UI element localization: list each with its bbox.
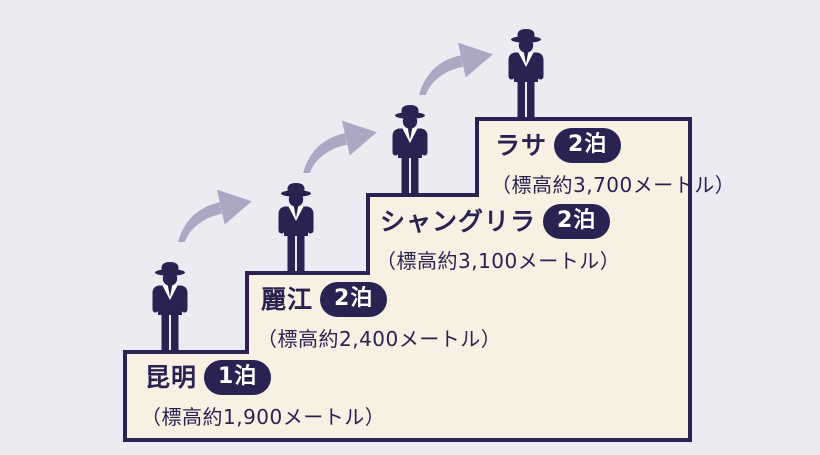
elevation-text: （標高約3,100メートル） [376, 249, 621, 273]
nights-badge: 2泊 [320, 282, 388, 317]
step-label-lhasa: ラサ 2泊 （標高約3,700メートル） [491, 128, 735, 198]
step-label-kunming: 昆明 1泊 （標高約1,900メートル） [141, 360, 385, 430]
curved-arrow-icon [176, 176, 254, 242]
city-name: 昆明 [145, 362, 198, 392]
city-name: 麗江 [261, 284, 314, 314]
city-row: 昆明 1泊 [145, 360, 385, 395]
elevation-text: （標高約2,400メートル） [257, 327, 502, 351]
person-icon [274, 180, 318, 274]
person-icon [388, 102, 432, 196]
curved-arrow-icon [417, 29, 495, 95]
city-row: シャングリラ 2泊 [380, 204, 620, 239]
city-row: ラサ 2泊 [495, 128, 735, 163]
person-icon [504, 26, 548, 120]
city-row: 麗江 2泊 [261, 282, 501, 317]
city-name: シャングリラ [380, 206, 537, 236]
step-label-shangrila: シャングリラ 2泊 （標高約3,100メートル） [376, 204, 620, 274]
nights-badge: 2泊 [543, 204, 611, 239]
city-name: ラサ [495, 130, 548, 160]
nights-badge: 1泊 [204, 360, 272, 395]
elevation-text: （標高約1,900メートル） [141, 405, 386, 429]
curved-arrow-icon [301, 107, 379, 173]
step-label-lijiang: 麗江 2泊 （標高約2,400メートル） [257, 282, 501, 352]
nights-badge: 2泊 [554, 128, 622, 163]
elevation-text: （標高約3,700メートル） [491, 173, 736, 197]
person-icon [148, 259, 192, 353]
